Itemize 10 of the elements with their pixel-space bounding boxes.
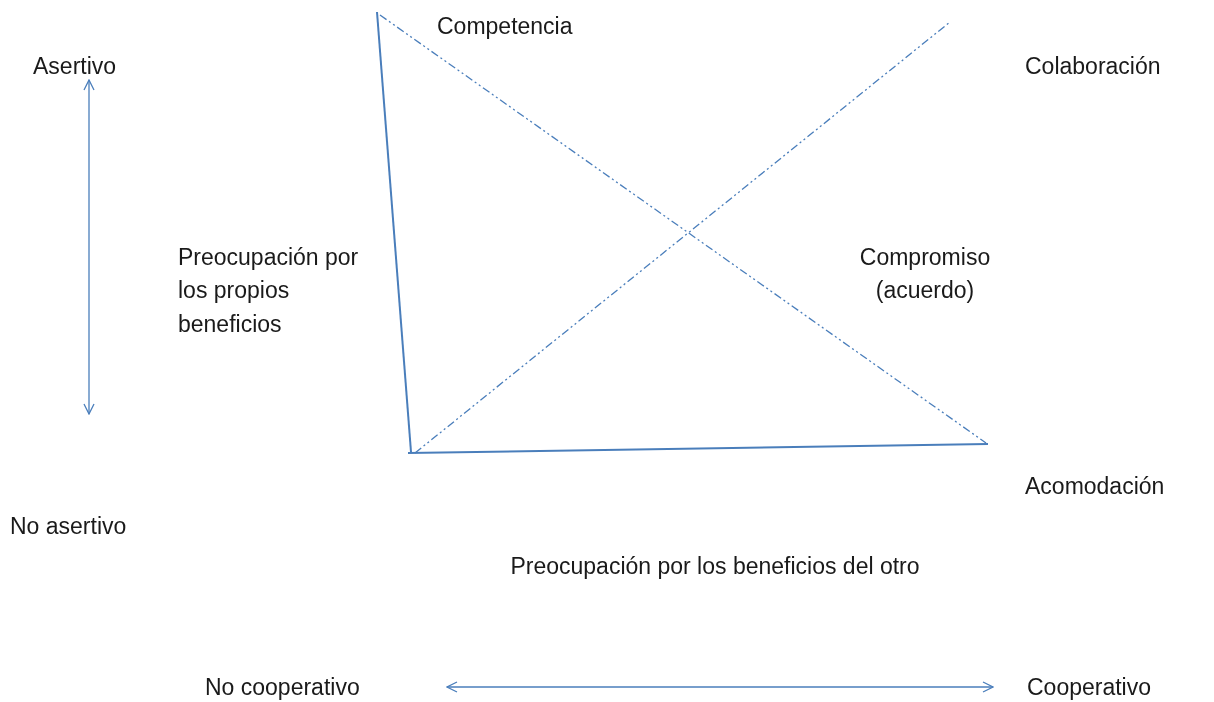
axis-title: Preocupación por los propios beneficios — [178, 243, 360, 339]
quadrant-label: Colaboración — [1025, 52, 1162, 81]
axis-title: Preocupación por los beneficios del otro — [509, 552, 921, 581]
quadrant-label: Competencia — [437, 12, 574, 41]
quadrant-label: Compromiso (acuerdo) — [858, 243, 992, 306]
axis-label: Asertivo — [33, 52, 118, 81]
axis-label: No cooperativo — [205, 673, 361, 702]
axis-label: Cooperativo — [1027, 673, 1153, 702]
quadrant-label: Acomodación — [1025, 472, 1166, 501]
axis-label: No asertivo — [10, 512, 128, 541]
